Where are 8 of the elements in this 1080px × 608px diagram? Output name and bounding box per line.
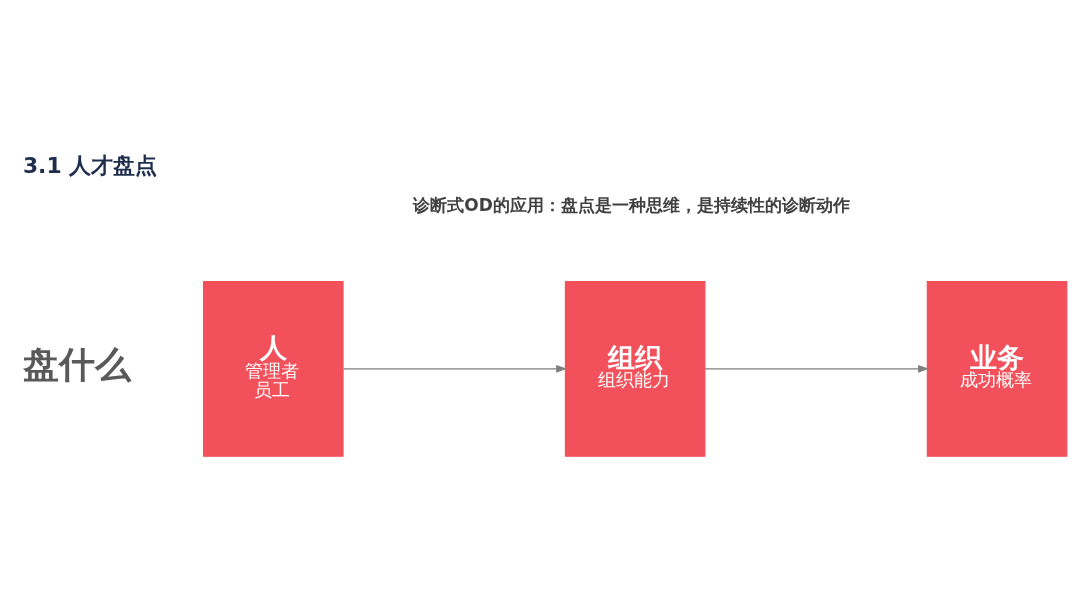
node-box: 人 管理者 员工 xyxy=(202,280,344,457)
arrow xyxy=(704,365,930,373)
arrow xyxy=(342,365,568,373)
label: 诊断式OD的应用：盘点是一种思维，是持续性的诊断动作 xyxy=(413,194,850,215)
node-box: 业务 成功概率 xyxy=(926,280,1068,457)
label: 盘什么 xyxy=(22,342,131,386)
node-box: 组织 组织能力 xyxy=(564,280,706,457)
diagram-title: 3.1 人才盘点 xyxy=(22,152,158,178)
